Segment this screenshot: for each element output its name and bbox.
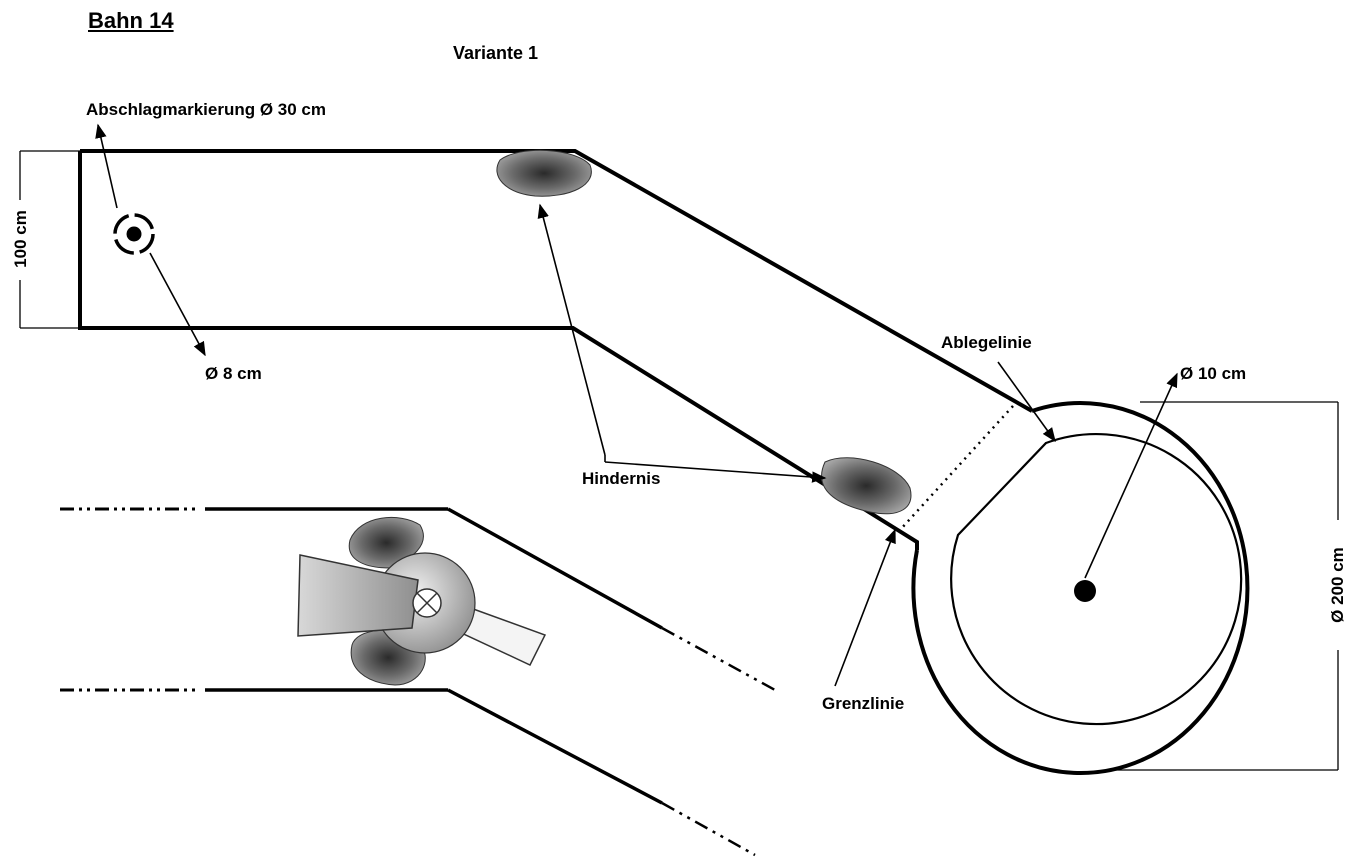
variant-subtitle: Variante 1 — [453, 43, 539, 63]
tee-marker — [113, 213, 155, 255]
obstacle-top — [496, 149, 592, 197]
target-circle — [911, 401, 1250, 776]
placing-line-label: Ablegelinie — [941, 333, 1032, 352]
hole-icon — [1074, 580, 1096, 602]
obstacle-bottom — [821, 457, 912, 515]
annotation-arrows — [95, 123, 1178, 687]
page-title: Bahn 14 — [88, 8, 174, 33]
ball-diameter-label: Ø 8 cm — [205, 364, 262, 383]
obstacle-label: Hindernis — [582, 469, 661, 488]
width-dimension — [19, 150, 80, 329]
lower-lane — [60, 507, 776, 857]
circle-diameter-label: Ø 200 cm — [1328, 547, 1347, 623]
placing-line — [899, 405, 1014, 531]
width-label: 100 cm — [11, 210, 30, 268]
lane-outline — [78, 149, 1033, 550]
tee-marker-label: Abschlagmarkierung Ø 30 cm — [86, 100, 326, 119]
circle-dimension — [1105, 401, 1339, 771]
boundary-line-label: Grenzlinie — [822, 694, 905, 713]
hole-diameter-label: Ø 10 cm — [1180, 364, 1247, 383]
funnel-obstacle — [297, 516, 547, 686]
